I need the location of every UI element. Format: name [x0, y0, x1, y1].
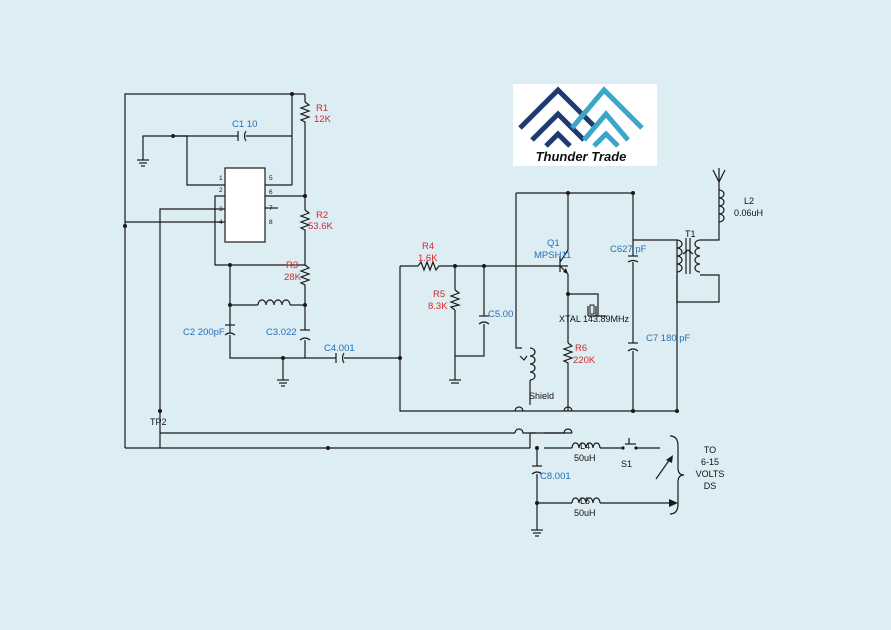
label-r5-name: R5	[433, 289, 445, 300]
logo-mark	[518, 86, 644, 148]
svg-text:4: 4	[219, 219, 223, 226]
label-r3-value: 28K	[284, 272, 302, 283]
label-l5-value: 50uH	[574, 508, 596, 518]
label-q1-value: MPSH11	[534, 250, 571, 261]
svg-text:6-15: 6-15	[701, 457, 719, 467]
label-t1: T1	[685, 229, 696, 239]
svg-text:DS: DS	[704, 481, 717, 491]
label-r1-name: R1	[316, 103, 328, 114]
label-r1-value: 12K	[314, 114, 332, 125]
left-wires	[124, 93, 530, 449]
label-c7: C7 180 pF	[646, 333, 691, 344]
label-c5: C5.00	[488, 309, 513, 320]
supply-note: TO 6-15 VOLTS DS	[696, 445, 725, 491]
svg-text:8: 8	[269, 219, 273, 226]
label-r5-value: 8.3K	[428, 301, 448, 312]
inductor-l2	[718, 189, 725, 223]
resistor-r2	[299, 209, 311, 232]
label-r3-name: R3	[286, 260, 298, 271]
transformer-t1	[676, 238, 701, 274]
transistor-q1	[559, 249, 569, 275]
capacitor-c7	[627, 342, 639, 352]
label-r6-name: R6	[575, 343, 587, 354]
inductor-l1	[257, 299, 291, 306]
resistor-r6	[562, 342, 574, 365]
label-l4-name: L4	[580, 441, 590, 451]
inductor-l5	[571, 497, 601, 504]
label-c4: C4.001	[324, 343, 355, 354]
label-c8: C8.001	[540, 471, 571, 482]
inductor-l4	[571, 442, 601, 449]
label-q1-name: Q1	[547, 238, 560, 249]
svg-text:3: 3	[219, 206, 223, 213]
capacitor-c3	[299, 329, 311, 341]
logo-text: Thunder Trade	[536, 149, 627, 164]
capacitor-c2	[224, 324, 236, 336]
svg-text:1: 1	[219, 175, 223, 182]
label-xtal: XTAL 143.89MHz	[559, 314, 630, 324]
label-l4-value: 50uH	[574, 453, 596, 463]
logo: Thunder Trade	[513, 84, 657, 166]
svg-text:TO: TO	[704, 445, 716, 455]
switch-s1	[621, 438, 638, 450]
label-r4-value: 1.6K	[418, 253, 438, 264]
label-shield: Shield	[529, 391, 554, 401]
label-r6-value: 220K	[573, 355, 596, 366]
capacitor-c1	[237, 130, 247, 142]
label-s1: S1	[621, 459, 632, 469]
wire-crossovers	[514, 406, 573, 434]
label-c2: C2 200pF	[183, 327, 225, 338]
junction-dots	[123, 92, 679, 505]
svg-text:7: 7	[269, 205, 273, 212]
svg-text:6: 6	[269, 189, 273, 196]
label-c1: C1 10	[232, 119, 257, 130]
ground-symbols	[137, 159, 543, 537]
resistor-r3	[299, 264, 311, 287]
label-l5-name: L5	[580, 496, 590, 506]
svg-text:5: 5	[269, 175, 273, 182]
ic-chip: 1 2 3 4 5 6 7 8	[219, 167, 273, 243]
label-c3: C3.022	[266, 327, 297, 338]
resistor-r1	[299, 101, 311, 126]
label-r4-name: R4	[422, 241, 434, 252]
svg-text:2: 2	[219, 187, 223, 194]
label-l2-name: L2	[744, 196, 754, 206]
label-r2-name: R2	[316, 210, 328, 221]
component-labels: R1 12K C1 10 R2 53.6K R3 28K C2 200pF C3…	[150, 103, 763, 518]
capacitor-c5	[478, 315, 490, 325]
label-tp2: TP2	[150, 417, 167, 427]
capacitor-c6	[627, 250, 639, 263]
resistor-r5	[449, 289, 462, 311]
resistor-r4	[417, 260, 440, 272]
label-r2-value: 53.6K	[308, 221, 333, 232]
capacitor-c8	[531, 465, 543, 475]
logo-background	[513, 84, 657, 166]
crystal-xtal	[587, 304, 597, 316]
capacitor-c4	[335, 352, 345, 364]
inductor-shield	[519, 347, 536, 405]
svg-text:VOLTS: VOLTS	[696, 469, 725, 479]
right-wires	[399, 180, 720, 412]
label-c6: C627 pF	[610, 244, 647, 255]
label-l2-value: 0.06uH	[734, 208, 763, 218]
antenna-icon	[712, 168, 726, 184]
